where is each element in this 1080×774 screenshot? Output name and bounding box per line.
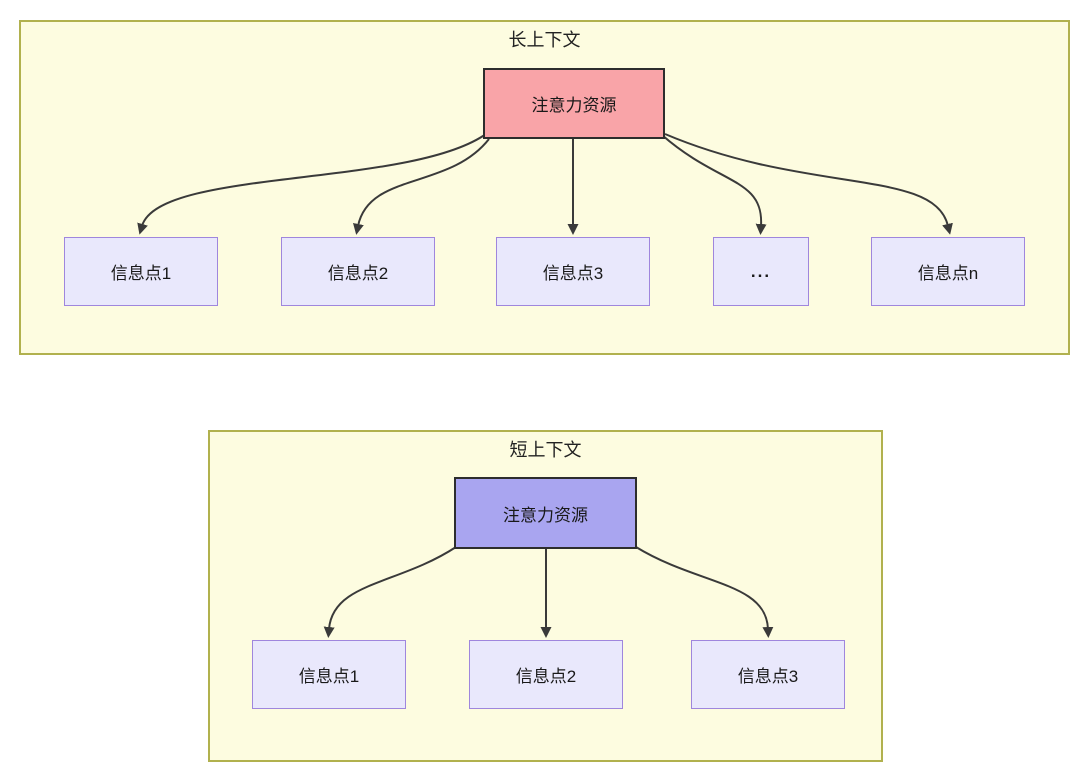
arrow-long-to-node1 — [137, 133, 487, 235]
short-context-container: 短上下文 注意力资源 信息点1 信息点2 信息点3 — [208, 430, 883, 762]
info-node-label: 信息点3 — [737, 667, 799, 686]
info-node-long-2: 信息点2 — [281, 237, 435, 306]
info-node-long-3: 信息点3 — [496, 237, 650, 306]
info-node-short-3: 信息点3 — [691, 640, 845, 709]
arrow-long-to-node2 — [353, 138, 490, 235]
short-context-title: 短上下文 — [509, 440, 582, 460]
info-node-short-1: 信息点1 — [252, 640, 406, 709]
attention-node-long: 注意力资源 — [483, 68, 665, 139]
attention-node-short-label: 注意力资源 — [503, 505, 588, 525]
info-node-short-2: 信息点2 — [469, 640, 623, 709]
arrow-short-to-node3 — [635, 546, 774, 638]
long-context-container: 长上下文 注意力资源 信息点1 信息点2 信息点3 ... — [19, 20, 1070, 355]
info-node-label: 信息点2 — [515, 667, 577, 686]
info-node-label: 信息点n — [917, 264, 979, 283]
long-context-title: 长上下文 — [508, 30, 581, 50]
arrow-short-to-node1 — [323, 546, 457, 638]
arrow-long-to-dots — [661, 134, 767, 235]
info-node-label: ... — [750, 261, 772, 281]
info-node-label: 信息点2 — [327, 264, 389, 283]
attention-node-long-label: 注意力资源 — [531, 96, 617, 115]
info-node-long-n: 信息点n — [871, 237, 1025, 306]
info-node-label: 信息点3 — [542, 264, 604, 283]
arrow-long-to-noden — [664, 133, 953, 235]
info-node-label: 信息点1 — [110, 264, 172, 283]
info-node-long-1: 信息点1 — [64, 237, 218, 306]
info-node-label: 信息点1 — [298, 667, 360, 686]
attention-node-short: 注意力资源 — [454, 477, 637, 549]
info-node-long-ellipsis: ... — [713, 237, 809, 306]
